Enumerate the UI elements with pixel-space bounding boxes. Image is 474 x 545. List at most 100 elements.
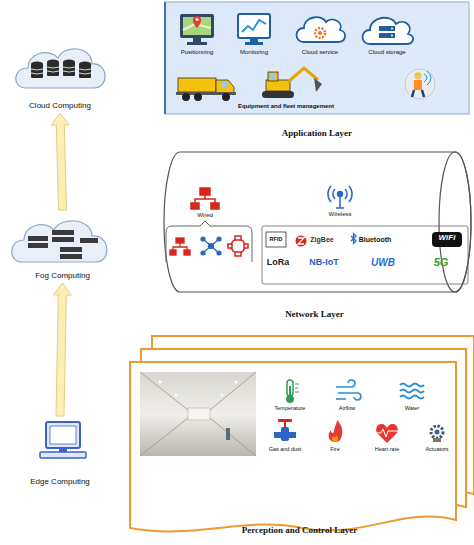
icon-label: NB-IoT: [309, 258, 339, 268]
perception-pages-part: [130, 362, 456, 531]
cloud-icon-part-part: [63, 60, 75, 65]
application-layer: Application Layer: [160, 0, 474, 138]
cloud-storage-icon-part: [379, 26, 395, 31]
wireless-logos-part: [296, 236, 307, 247]
fog-cloud-icon-part-part: [60, 254, 82, 259]
wired-sub-icons-part-part: [244, 244, 248, 248]
truck-icon-part: [221, 82, 228, 87]
truck-icon-part: [182, 93, 190, 101]
fire-icon-part: [329, 420, 343, 442]
node-label: Application Layer: [160, 128, 474, 138]
truck-icon-part: [216, 80, 234, 94]
cloud-computing-node: Cloud Computing: [5, 40, 115, 110]
excavator-icon-part: [288, 68, 318, 82]
temperature-icon-part: [295, 384, 299, 392]
wireless-antenna-icon: [328, 186, 352, 208]
tunnel-photo-part-part: [175, 394, 177, 396]
wired-sub-icons-part: [170, 238, 190, 255]
computer-icon-part: [40, 452, 86, 458]
wired-sub-icons-part-part: [228, 244, 232, 248]
icon-label: Temperature: [275, 405, 306, 411]
tunnel-photo-part: [140, 372, 256, 456]
fog-cloud-icon-part-part: [52, 230, 74, 235]
tunnel-photo: [140, 372, 256, 456]
perception-control-layer: Perception and Control Layer: [125, 330, 474, 535]
wireless-logos: [266, 232, 462, 247]
temperature-icon: [286, 380, 299, 403]
application-panel-part: [164, 2, 166, 114]
wireless-frame-part: [262, 226, 468, 284]
worker-icon-part: [424, 74, 427, 82]
wired-icon-part: [195, 195, 215, 203]
network-cylinder-part: [164, 152, 471, 292]
wired-sub-icons-part-part: [203, 239, 219, 253]
airflow-icon: [336, 380, 361, 400]
icon-label: UWB: [371, 257, 395, 268]
cloud-storage-icon-part: [363, 18, 414, 44]
fog-cloud-icon-part-part: [60, 247, 82, 252]
icon-label: Bluetooth: [359, 236, 392, 244]
cloud-service-icon-part: [297, 17, 346, 42]
node-label: Edge Computing: [10, 477, 110, 486]
positioning-icon-part: [183, 17, 211, 35]
cloud-storage-icon-part: [379, 33, 395, 38]
excavator-icon-part: [268, 72, 278, 81]
actuator-icon-part: [431, 426, 443, 438]
worker-icon-part: [405, 69, 435, 99]
actuator-icon-part: [433, 438, 441, 442]
cloud-icon-part-part: [31, 62, 43, 67]
icon-label: Cloud service: [302, 49, 338, 56]
icon-label: Water: [405, 405, 419, 411]
wireless-frame: [262, 226, 468, 284]
icon-label: Positionning: [181, 49, 214, 56]
positioning-icon-part: [180, 14, 214, 38]
wired-sub-icons-part-part: [184, 250, 190, 255]
cloud-storage-icon-part: [391, 35, 393, 37]
icon-label: Equipment and fleet management: [238, 103, 334, 110]
icon-label: Monitoring: [240, 49, 268, 56]
positioning-icon-part: [195, 18, 198, 21]
cloud-service-icon-part: [318, 31, 322, 35]
actuator-icon-part: [435, 430, 440, 435]
monitoring-icon-part: [242, 20, 266, 32]
network-cylinder-part: [439, 152, 471, 292]
truck-icon-part: [222, 93, 230, 101]
gas-valve-icon: [274, 419, 296, 441]
wired-sub-icons-part-part: [235, 252, 241, 256]
icon-label: Airflow: [339, 405, 356, 411]
computer-icon-part: [50, 426, 76, 444]
cloud-icon-part-part: [31, 69, 43, 74]
fog-cloud-icon-part-part: [52, 237, 74, 242]
truck-icon: [176, 78, 236, 101]
wired-bracket: [166, 221, 252, 262]
fog-cloud-icon-part: [28, 230, 98, 259]
flow-arrow: [51, 113, 69, 210]
fire-icon-part: [332, 435, 338, 442]
gas-valve-icon-part: [281, 427, 289, 441]
icon-label: Cloud storage: [368, 49, 405, 56]
wired-sub-icons-part: [201, 237, 221, 255]
cloud-storage-icon: [363, 18, 414, 44]
fog-cloud-icon-part-part: [28, 236, 48, 241]
fire-icon: [329, 420, 343, 442]
actuator-icon: [431, 426, 443, 442]
heart-rate-icon-part: [376, 429, 398, 437]
computer-icon-part: [46, 422, 80, 448]
heart-rate-icon: [376, 424, 398, 443]
monitoring-icon-part: [250, 38, 258, 42]
tunnel-photo-part-part: [235, 381, 238, 384]
worker-icon-part: [412, 90, 424, 97]
wireless-antenna-icon-part: [338, 192, 343, 197]
icon-label: 5G: [434, 256, 449, 268]
icon-label: Gas and dust: [269, 446, 302, 452]
wired-icon: [191, 188, 219, 209]
wireless-logos-part: [432, 232, 462, 247]
fog-cloud-icon-part-part: [28, 243, 48, 248]
monitoring-icon-part: [245, 42, 263, 45]
excavator-icon-part: [270, 74, 276, 79]
cloud-storage-icon-part: [391, 28, 393, 30]
heart-rate-icon-part: [376, 424, 398, 443]
fog-cloud-icon: [12, 221, 107, 262]
tunnel-photo-part-part: [159, 381, 162, 384]
